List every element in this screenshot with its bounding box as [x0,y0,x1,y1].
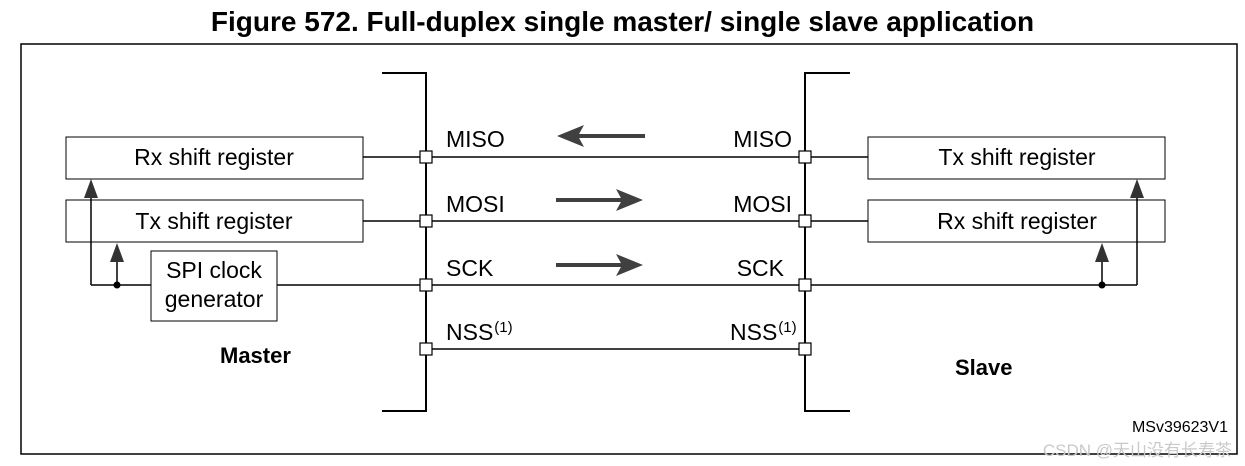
slave-label: Slave [955,355,1013,380]
svg-text:Tx shift register: Tx shift register [938,144,1096,170]
slave-boundary [804,72,850,412]
svg-text:Rx shift register: Rx shift register [937,208,1097,234]
svg-text:generator: generator [165,286,264,312]
master-clock-junction [113,281,121,289]
master-mosi-label: MOSI [446,191,505,217]
master-rx-register: Rx shift register [65,136,364,180]
svg-text:Rx shift register: Rx shift register [134,144,294,170]
slave-tx-register: Tx shift register [867,136,1166,180]
slave-mosi-label: MOSI [733,191,792,217]
signal-lines [90,156,1138,350]
master-sck-label: SCK [446,255,494,281]
slave-rx-register: Rx shift register [867,199,1166,243]
slave-clock-junction [1098,281,1106,289]
figure-frame [20,43,1238,455]
master-label: Master [220,343,291,368]
master-miso-label: MISO [446,126,505,152]
slave-nss-label: NSS(1) [730,319,797,345]
csdn-watermark: CSDN @天山没有长寿茶 [1043,441,1232,460]
master-boundary [382,72,427,412]
direction-arrows [556,125,645,276]
slave-miso-label: MISO [733,126,792,152]
figure-title: Figure 572. Full-duplex single master/ s… [210,6,1035,37]
clock-arrowheads [84,179,1144,262]
spi-clock-generator: SPI clock generator [150,250,278,322]
master-tx-register: Tx shift register [65,199,364,243]
svg-text:Tx shift register: Tx shift register [135,208,293,234]
master-nss-label: NSS(1) [446,319,513,345]
svg-text:SPI clock: SPI clock [166,257,262,283]
figure-id: MSv39623V1 [1132,419,1228,436]
pin-markers [419,150,812,356]
slave-sck-label: SCK [737,255,785,281]
